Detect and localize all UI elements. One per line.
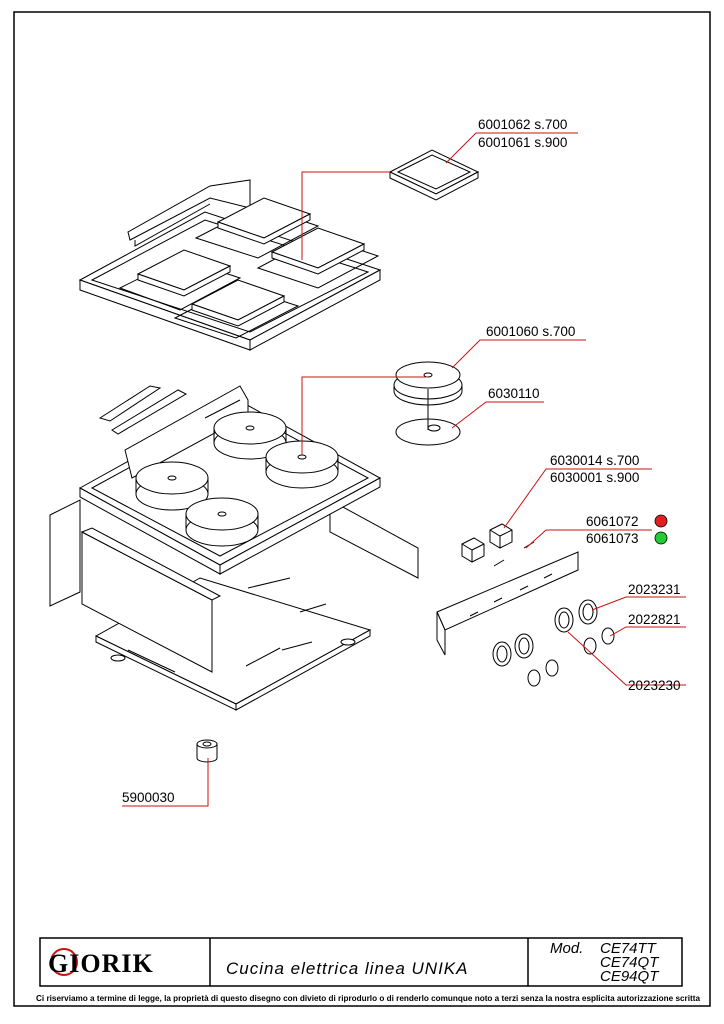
model-label: Mod.: [550, 940, 583, 957]
knobs: [492, 599, 615, 687]
leader-lines: [122, 132, 686, 807]
round-plate-worktop: [49, 385, 419, 607]
product-description: Cucina elettrica linea UNIKA: [226, 959, 468, 978]
part-label-6001060: 6001060 s.700: [486, 324, 575, 339]
part-label-2023230: 2023230: [628, 678, 681, 693]
switches: [461, 523, 535, 567]
hotplate-gasket: [395, 389, 461, 446]
title-block: GIORIK Cucina elettrica linea UNIKA Mod.…: [39, 937, 683, 987]
solid-hotplate: [388, 149, 480, 201]
drawing-border: [13, 11, 711, 1007]
side-rails: [98, 385, 188, 435]
front-panel: [80, 527, 222, 673]
part-label-2023231: 2023231: [628, 582, 681, 597]
part-label-6001062: 6001062 s.700: [478, 117, 567, 132]
brand-logo: GIORIK: [48, 949, 154, 978]
control-panel: [436, 551, 579, 656]
green-indicator-dot: [654, 531, 668, 545]
square-plate-worktop: [78, 179, 382, 351]
part-labels: 6001062 s.700 6001061 s.900 6001060 s.70…: [122, 117, 681, 805]
part-label-2022821: 2022821: [628, 612, 681, 627]
model-ce74qt: CE74QT: [600, 954, 660, 971]
part-label-6001061: 6001061 s.900: [478, 135, 567, 150]
adjustable-foot: [196, 739, 218, 763]
model-ce74tt: CE74TT: [600, 940, 658, 957]
part-label-5900030: 5900030: [122, 790, 175, 805]
part-label-6061072: 6061072: [586, 514, 639, 529]
brand-logo-mark: [50, 948, 78, 976]
part-label-6061073: 6061073: [586, 531, 639, 546]
part-label-6030001: 6030001 s.900: [550, 470, 639, 485]
red-indicator-dot: [654, 514, 668, 528]
footer-note: Ci riserviamo a termine di legge, la pro…: [36, 993, 700, 1003]
model-ce94qt: CE94QT: [600, 968, 660, 985]
round-hotplate: [393, 361, 463, 406]
part-label-6030110: 6030110: [488, 386, 540, 401]
part-label-6030014: 6030014 s.700: [550, 453, 639, 468]
